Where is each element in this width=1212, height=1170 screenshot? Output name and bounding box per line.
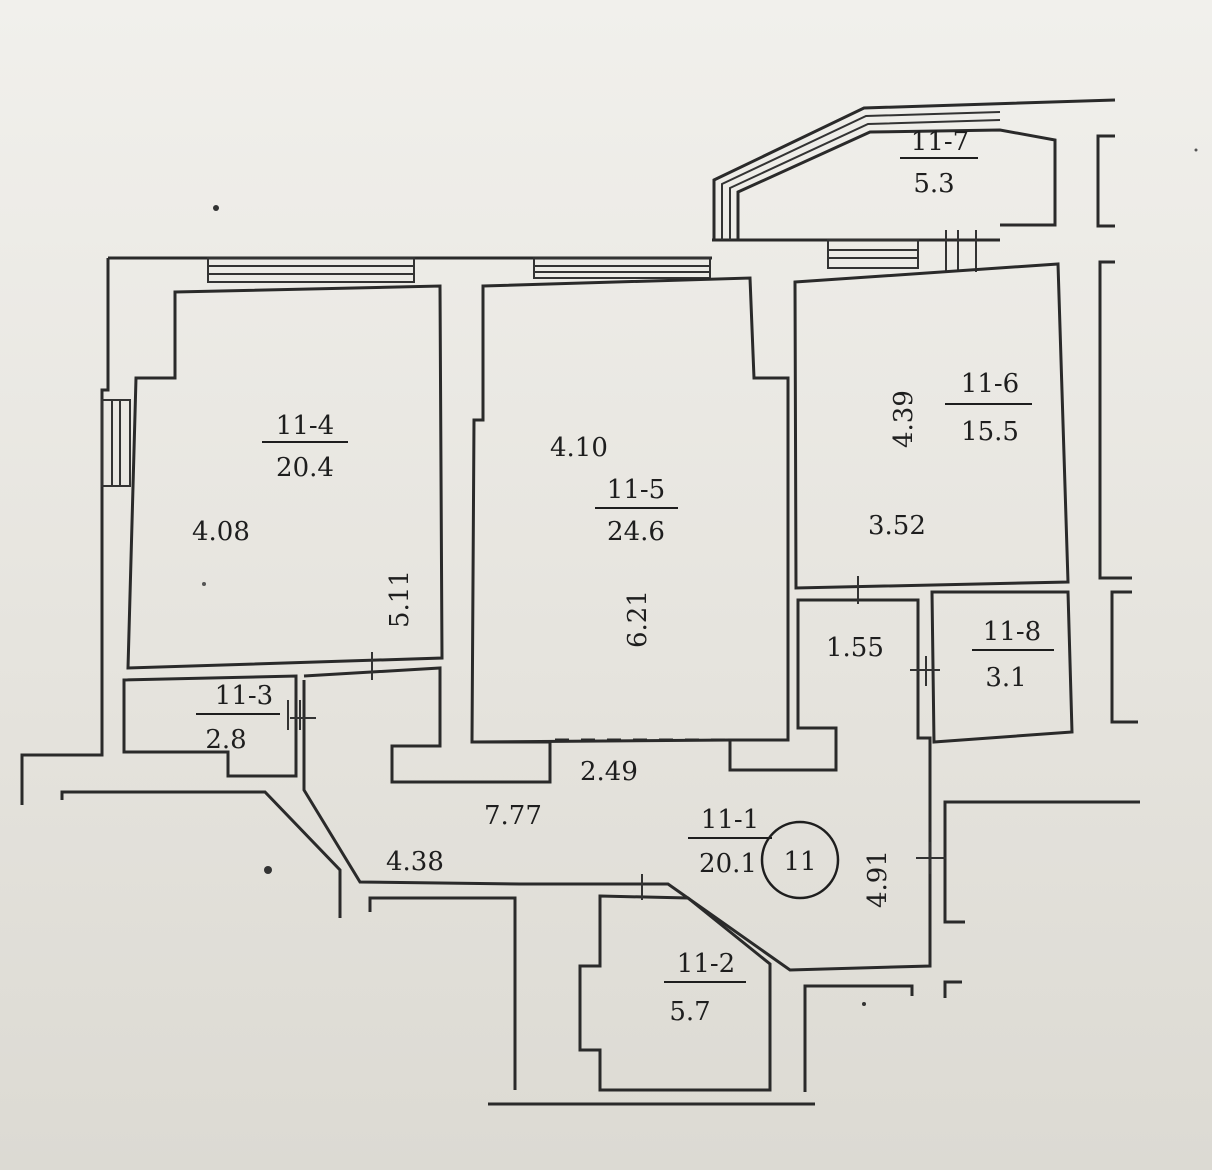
dimension-label: 4.39: [889, 390, 919, 448]
room-area: 15.5: [961, 417, 1019, 447]
room-outlines: [122, 262, 1074, 1092]
apartment-marker: 11: [760, 820, 840, 900]
dimension-label: 4.08: [192, 517, 250, 547]
room-label-11-3: 11-3 2.8: [196, 681, 280, 755]
room-code: 11-3: [215, 681, 273, 711]
dimension-label: 1.55: [826, 633, 884, 663]
room-code: 11-7: [911, 127, 969, 157]
dimension-label: 6.21: [623, 590, 653, 648]
dimension-label: 4.38: [386, 847, 444, 877]
room-code: 11-8: [983, 617, 1041, 647]
specks: [202, 148, 1198, 1006]
room-area: 20.1: [699, 849, 757, 879]
room-code: 11-4: [276, 411, 334, 441]
room-code: 11-2: [677, 949, 735, 979]
room-label-11-7: 11-7 5.3: [900, 127, 978, 199]
room-label-11-8: 11-8 3.1: [972, 617, 1054, 693]
outer-walls: [20, 98, 1140, 1106]
room-area: 5.7: [669, 997, 710, 1027]
room-area: 20.4: [276, 453, 334, 483]
room-label-11-5: 11-5 24.6: [595, 475, 678, 547]
room-label-11-2: 11-2 5.7: [664, 949, 746, 1027]
dimension-label: 7.77: [484, 801, 542, 831]
room-code: 11-1: [701, 805, 759, 835]
dimension-label: 4.10: [550, 433, 608, 463]
room-area: 3.1: [985, 663, 1026, 693]
room-area: 5.3: [913, 169, 954, 199]
room-label-11-6: 11-6 15.5: [945, 369, 1032, 447]
door-marks: [287, 576, 946, 900]
room-code: 11-5: [607, 475, 665, 505]
room-label-11-1: 11-1 20.1: [688, 805, 772, 879]
dimensions: 4.08 5.11 4.10 6.21 4.39 3.52 1.55 2.49 …: [192, 390, 926, 908]
room-label-11-4: 11-4 20.4: [262, 411, 348, 483]
windows: [101, 230, 977, 487]
dimension-label: 3.52: [868, 511, 926, 541]
room-code: 11-6: [961, 369, 1019, 399]
room-area: 24.6: [607, 517, 665, 547]
room-area: 2.8: [205, 725, 246, 755]
dimension-label: 2.49: [580, 757, 638, 787]
apartment-number: 11: [783, 847, 816, 877]
dimension-label: 4.91: [863, 850, 893, 908]
dimension-label: 5.11: [385, 570, 415, 628]
